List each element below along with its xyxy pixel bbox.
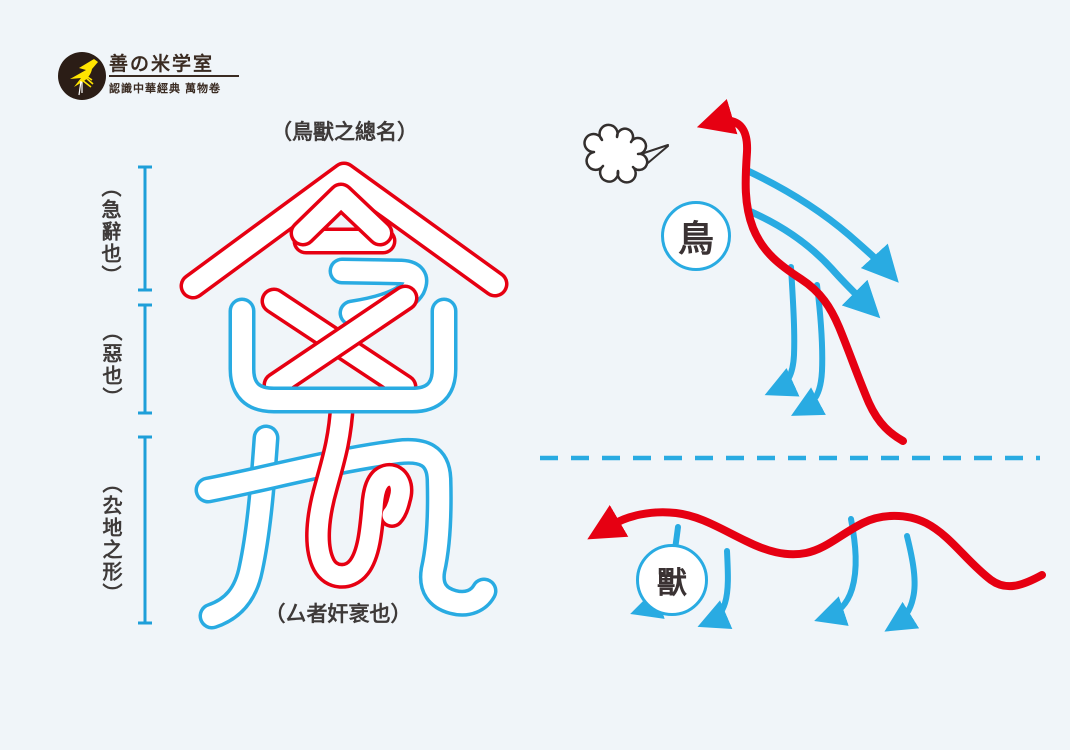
logo-title: 善の米学室 (109, 53, 215, 75)
bird-wing-arrow (744, 167, 899, 283)
seal-character-qin (179, 161, 509, 630)
annotation-side-middle: （惡也） (99, 321, 121, 409)
annotation-side-top: （急辭也） (98, 177, 120, 287)
bracket-middle (138, 303, 152, 415)
breath-cloud-icon (583, 123, 669, 184)
bird-body-line (696, 99, 907, 445)
bird-wing-arrow (745, 207, 881, 319)
logo-subtitle: 認識中華經典 萬物卷 (109, 83, 222, 95)
bird-leg-arrow (764, 264, 800, 397)
bird-leg-arrow (791, 282, 826, 416)
logo-badge (58, 52, 106, 100)
beast-leg-arrow (697, 548, 733, 629)
beast-leg-arrow (814, 516, 859, 626)
bracket-bottom (138, 435, 152, 625)
annotation-top: （鳥獸之總名） (271, 121, 418, 144)
measure-brackets (138, 165, 152, 625)
bird-label-badge: 鳥 (661, 201, 731, 271)
annotation-side-bottom: （厹地之形） (99, 473, 121, 605)
beast-body-line (587, 504, 1046, 591)
bracket-top (138, 165, 152, 292)
bird-illustration (583, 99, 907, 445)
beast-label-badge: 獸 (636, 544, 708, 616)
logo-divider (109, 75, 239, 77)
beast-label: 獸 (657, 567, 687, 600)
swallow-bird-icon (70, 59, 98, 96)
annotation-bottom: （厶者奸衺也） (264, 603, 412, 626)
beast-leg-arrow (884, 533, 920, 632)
bird-label: 鳥 (677, 218, 714, 259)
